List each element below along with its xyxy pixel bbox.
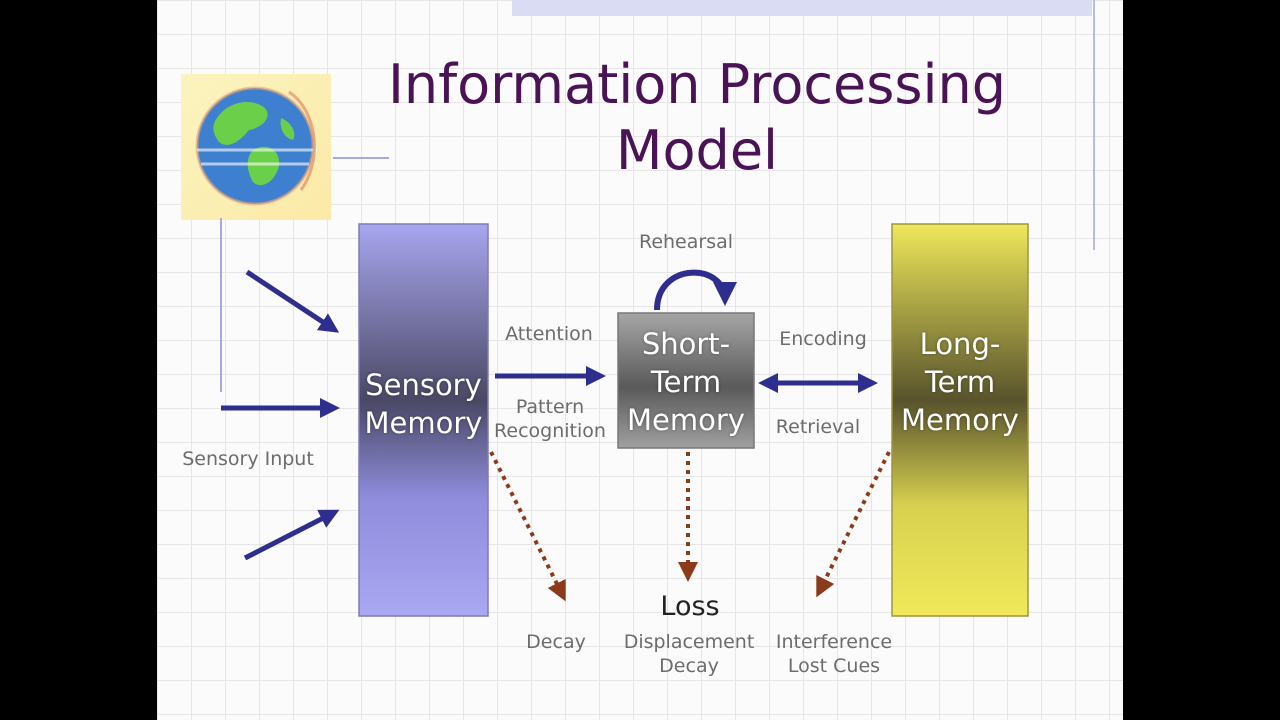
top-accent-band <box>512 0 1092 16</box>
pattern-recognition-line-2: Recognition <box>494 420 606 442</box>
short-term-label-line-3: Memory <box>627 403 745 437</box>
short-term-loss-label: Displacement Decay <box>619 630 759 678</box>
sensory-input-arrow-3 <box>243 509 340 561</box>
long-term-label-line-1: Long- <box>919 327 1001 361</box>
short-term-label-line-1: Short- <box>641 327 731 361</box>
right-accent-rule <box>1093 0 1095 250</box>
sensory-memory-box <box>358 223 489 617</box>
sensory-input-arrow-1 <box>245 269 340 333</box>
pattern-recognition-line-1: Pattern <box>515 396 585 418</box>
long-term-label-line-3: Memory <box>901 403 1019 437</box>
short-term-loss-line-1: Displacement <box>623 631 755 653</box>
long-term-loss-label: Interference Lost Cues <box>769 630 899 678</box>
long-term-loss-line-1: Interference <box>775 631 893 653</box>
diagram-canvas <box>195 86 1029 617</box>
rehearsal-loop-arrow <box>654 269 737 311</box>
long-term-loss-arrow <box>816 451 891 598</box>
retrieval-label: Retrieval <box>775 416 861 438</box>
slide-title: Information Processing Model <box>327 52 1067 184</box>
attention-label: Attention <box>505 323 593 345</box>
sensory-decay-label: Decay <box>526 631 586 653</box>
title-line-1: Information Processing <box>387 53 1007 116</box>
short-term-memory-box <box>617 312 755 449</box>
short-term-label-line-2: Term <box>650 365 722 399</box>
sensory-label-line-1: Sensory <box>365 368 482 402</box>
title-line-2: Model <box>615 119 779 182</box>
short-term-memory-label: Short- Term Memory <box>618 325 754 439</box>
short-term-loss-line-2: Decay <box>659 655 719 677</box>
sensory-memory-label: Sensory Memory <box>359 366 488 442</box>
loss-label: Loss <box>660 591 720 622</box>
sensory-decay-arrow <box>489 451 566 602</box>
long-term-label-line-2: Term <box>924 365 996 399</box>
long-term-memory-box <box>891 223 1029 617</box>
long-term-loss-line-2: Lost Cues <box>787 655 881 677</box>
slide: Information Processing Model <box>157 0 1123 720</box>
sensory-label-line-2: Memory <box>364 406 483 440</box>
rehearsal-label: Rehearsal <box>638 231 734 253</box>
globe-icon <box>195 86 317 206</box>
encoding-label: Encoding <box>779 328 867 350</box>
pattern-recognition-label: Pattern Recognition <box>490 395 610 443</box>
long-term-memory-label: Long- Term Memory <box>892 325 1028 439</box>
sensory-input-label: Sensory Input <box>182 448 314 470</box>
